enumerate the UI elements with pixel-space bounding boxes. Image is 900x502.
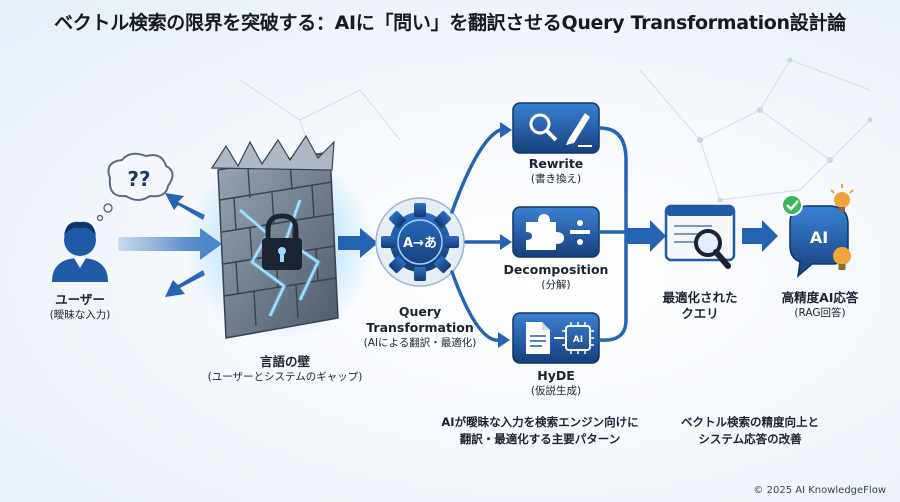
improvement-note-line1: ベクトル検索の精度向上と (681, 415, 819, 429)
lightbulb-icon-2 (833, 247, 851, 270)
branch-arrowheads (498, 122, 512, 348)
wall-label-main: 言語の壁 (259, 354, 310, 369)
answer-label-sub: (RAG回答) (794, 307, 846, 319)
chip-ai-text: AI (573, 335, 583, 345)
magnifier-icon (529, 113, 558, 142)
lock-icon (262, 213, 302, 270)
optimized-label-line1: 最適化された (662, 290, 738, 305)
decomposition-label-sub: (分解) (541, 279, 571, 291)
rewrite-label-main: Rewrite (528, 156, 584, 171)
hyde-card: AI (512, 312, 600, 364)
question-bubble-icon: ?? (96, 152, 174, 222)
divide-icon (570, 220, 590, 245)
decomposition-label: Decomposition (分解) (486, 262, 626, 293)
decomposition-card (512, 206, 600, 258)
qt-label-line2: Transformation (366, 320, 474, 335)
improvement-note: ベクトル検索の精度向上と システム応答の改善 (665, 414, 835, 448)
hyde-label: HyDE (仮説生成) (496, 368, 616, 399)
ai-chip-icon: AI (562, 322, 594, 354)
bubble-question-marks: ?? (127, 167, 150, 191)
hyde-label-main: HyDE (537, 368, 575, 383)
rewrite-label: Rewrite (書き換え) (496, 156, 616, 187)
hyde-label-sub: (仮説生成) (530, 385, 582, 397)
optimized-label-line2: クエリ (681, 306, 719, 321)
patterns-note-line1: AIが曖昧な入力を検索エンジン向けに (441, 415, 639, 429)
patterns-note-line2: 翻訳・最適化する主要パターン (459, 432, 621, 446)
user-label-main: ユーザー (55, 292, 105, 307)
wall-icon (210, 134, 339, 339)
answer-ai-text: AI (810, 228, 828, 247)
qt-label-line1: Query (398, 304, 442, 319)
answer-label: 高精度AI応答 (RAG回答) (765, 290, 875, 321)
puzzle-icon (526, 214, 564, 250)
gear-icon: A→あ (375, 197, 465, 287)
branch-connectors (450, 128, 502, 342)
wall-label: 言語の壁 (ユーザーとシステムのギャップ) (190, 354, 380, 385)
user-label-sub: (曖昧な入力) (49, 309, 111, 321)
patterns-note: AIが曖昧な入力を検索エンジン向けに 翻訳・最適化する主要パターン (430, 414, 650, 448)
search-window-icon (664, 204, 736, 269)
optimized-label: 最適化された クエリ (645, 290, 755, 322)
qt-label: Query Transformation (AIによる翻訳・最適化) (350, 304, 490, 351)
pencil-icon (566, 113, 592, 147)
decomposition-label-main: Decomposition (503, 262, 609, 277)
optimized-to-answer-arrow (742, 220, 778, 252)
lightbulb-icon (830, 184, 854, 212)
rewrite-label-sub: (書き換え) (530, 173, 582, 185)
document-icon (526, 322, 550, 354)
user-icon (52, 221, 108, 282)
user-label: ユーザー (曖昧な入力) (30, 292, 130, 323)
page-title: ベクトル検索の限界を突破する：AIに「問い」を翻訳させるQuery Transf… (54, 12, 846, 34)
qt-label-sub: (AIによる翻訳・最適化) (363, 337, 477, 349)
background-nodes (697, 57, 873, 203)
improvement-note-line2: システム応答の改善 (698, 432, 802, 446)
wall-label-sub: (ユーザーとシステムのギャップ) (207, 371, 363, 383)
rewrite-card (512, 102, 600, 154)
copyright: © 2025 AI KnowledgeFlow (753, 485, 886, 496)
merge-to-optimized-arrow (626, 220, 666, 252)
gear-translate-text: A→あ (403, 236, 437, 251)
wall-to-qt-arrow (338, 228, 378, 258)
answer-label-main: 高精度AI応答 (781, 290, 859, 305)
check-badge-icon (781, 194, 803, 216)
